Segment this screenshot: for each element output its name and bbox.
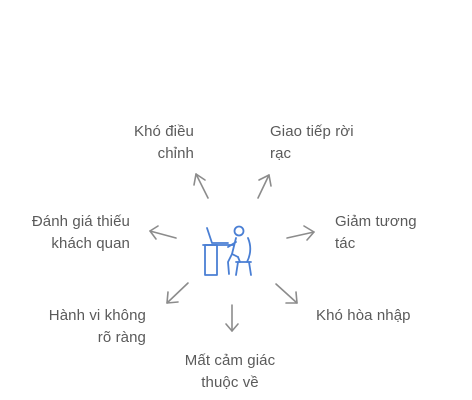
- arrow-left: [149, 225, 177, 240]
- label-bottom-left: Hành vi không rõ ràng: [48, 307, 146, 346]
- arrow-right: [286, 225, 315, 241]
- label-bottom-right: Khó hòa nhập: [316, 307, 411, 324]
- arrow-bottom-right: [275, 283, 298, 304]
- label-top-left: Khó điều chỉnh: [133, 123, 194, 162]
- label-bottom: Mất cảm giác thuộc về: [184, 352, 276, 391]
- arrow-bottom: [225, 304, 239, 332]
- arrow-top-right: [257, 174, 272, 199]
- arrow-top-left: [193, 173, 209, 199]
- label-right: Giảm tương tác: [335, 213, 417, 252]
- arrow-bottom-left: [166, 282, 189, 304]
- label-top-right: Giao tiếp rời rạc: [270, 123, 354, 162]
- label-left: Đánh giá thiếu khách quan: [31, 213, 130, 252]
- person-at-computer-desk-icon: [202, 225, 252, 276]
